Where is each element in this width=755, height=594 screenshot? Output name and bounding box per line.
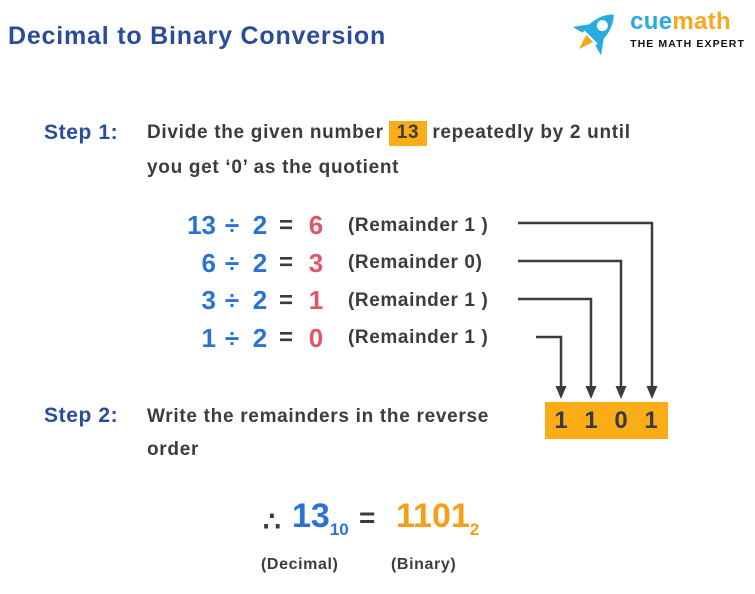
equals-sign: = xyxy=(278,286,293,314)
binary-result-box: 1 1 0 1 xyxy=(545,402,668,439)
cuemath-logo: cuemath THE MATH EXPERT xyxy=(564,6,745,58)
binary-number: 1101 xyxy=(396,497,470,535)
divisor: 2 xyxy=(252,247,268,278)
step1-text-after: repeatedly by 2 until xyxy=(432,122,631,143)
remainder-note: (Remainder 1 ) xyxy=(348,214,489,236)
division-row: 3 ÷ 2 = 1 (Remainder 1 ) xyxy=(150,282,488,320)
logo-tagline: THE MATH EXPERT xyxy=(630,38,745,50)
dividend: 3 xyxy=(201,285,216,316)
rocket-icon xyxy=(572,14,614,56)
quotient: 0 xyxy=(308,322,324,353)
divide-sign: ÷ xyxy=(224,247,240,278)
quotient: 1 xyxy=(308,285,324,316)
decimal-number: 13 xyxy=(292,497,330,535)
binary-digit: 1 xyxy=(554,406,568,434)
binary-digit: 1 xyxy=(644,406,658,434)
step1-highlight-number: 13 xyxy=(388,121,428,146)
dividend: 1 xyxy=(201,322,216,353)
binary-label: (Binary) xyxy=(391,556,457,573)
division-steps: 13 ÷ 2 = 6 (Remainder 1 ) 6 ÷ 2 = 3 (Rem… xyxy=(150,207,488,357)
step2-text-line1: Write the remainders in the reverse xyxy=(147,406,489,427)
logo-cue: cue xyxy=(630,8,673,35)
conclusion-equals-sign: = xyxy=(359,502,376,533)
quotient: 3 xyxy=(308,247,324,278)
step1-label: Step 1: xyxy=(44,121,119,144)
remainder-note: (Remainder 1 ) xyxy=(348,289,489,311)
divisor: 2 xyxy=(252,285,268,316)
divide-sign: ÷ xyxy=(224,322,240,353)
division-row: 13 ÷ 2 = 6 (Remainder 1 ) xyxy=(150,207,488,245)
quotient: 6 xyxy=(308,210,324,241)
logo-text: cuemath THE MATH EXPERT xyxy=(630,10,745,51)
division-row: 6 ÷ 2 = 3 (Remainder 0) xyxy=(150,245,488,283)
equals-sign: = xyxy=(278,211,293,239)
decimal-base-subscript: 10 xyxy=(329,520,349,539)
decimal-value: 1310 xyxy=(292,497,349,540)
page-title: Decimal to Binary Conversion xyxy=(8,22,387,50)
divide-sign: ÷ xyxy=(224,285,240,316)
step1-text-before: Divide the given number xyxy=(147,122,384,143)
logo-math: math xyxy=(672,8,731,35)
logo-wordmark: cuemath xyxy=(630,10,745,34)
dividend: 13 xyxy=(187,210,216,241)
equals-sign: = xyxy=(278,324,293,352)
binary-digit: 0 xyxy=(614,406,628,434)
divisor: 2 xyxy=(252,210,268,241)
step2-text-line2: order xyxy=(147,439,200,460)
division-row: 1 ÷ 2 = 0 (Remainder 1 ) xyxy=(150,320,488,358)
remainder-note: (Remainder 1 ) xyxy=(348,327,489,349)
therefore-symbol: ∴ xyxy=(263,506,281,537)
equals-sign: = xyxy=(278,249,293,277)
step2-label: Step 2: xyxy=(44,404,119,427)
decimal-label: (Decimal) xyxy=(261,556,339,573)
step1-text-line2: you get ‘0’ as the quotient xyxy=(147,157,400,178)
binary-base-subscript: 2 xyxy=(469,520,480,539)
dividend: 6 xyxy=(201,247,216,278)
divide-sign: ÷ xyxy=(224,210,240,241)
divisor: 2 xyxy=(252,322,268,353)
binary-value: 11012 xyxy=(396,497,479,540)
binary-digit: 1 xyxy=(584,406,598,434)
remainder-note: (Remainder 0) xyxy=(348,252,483,274)
